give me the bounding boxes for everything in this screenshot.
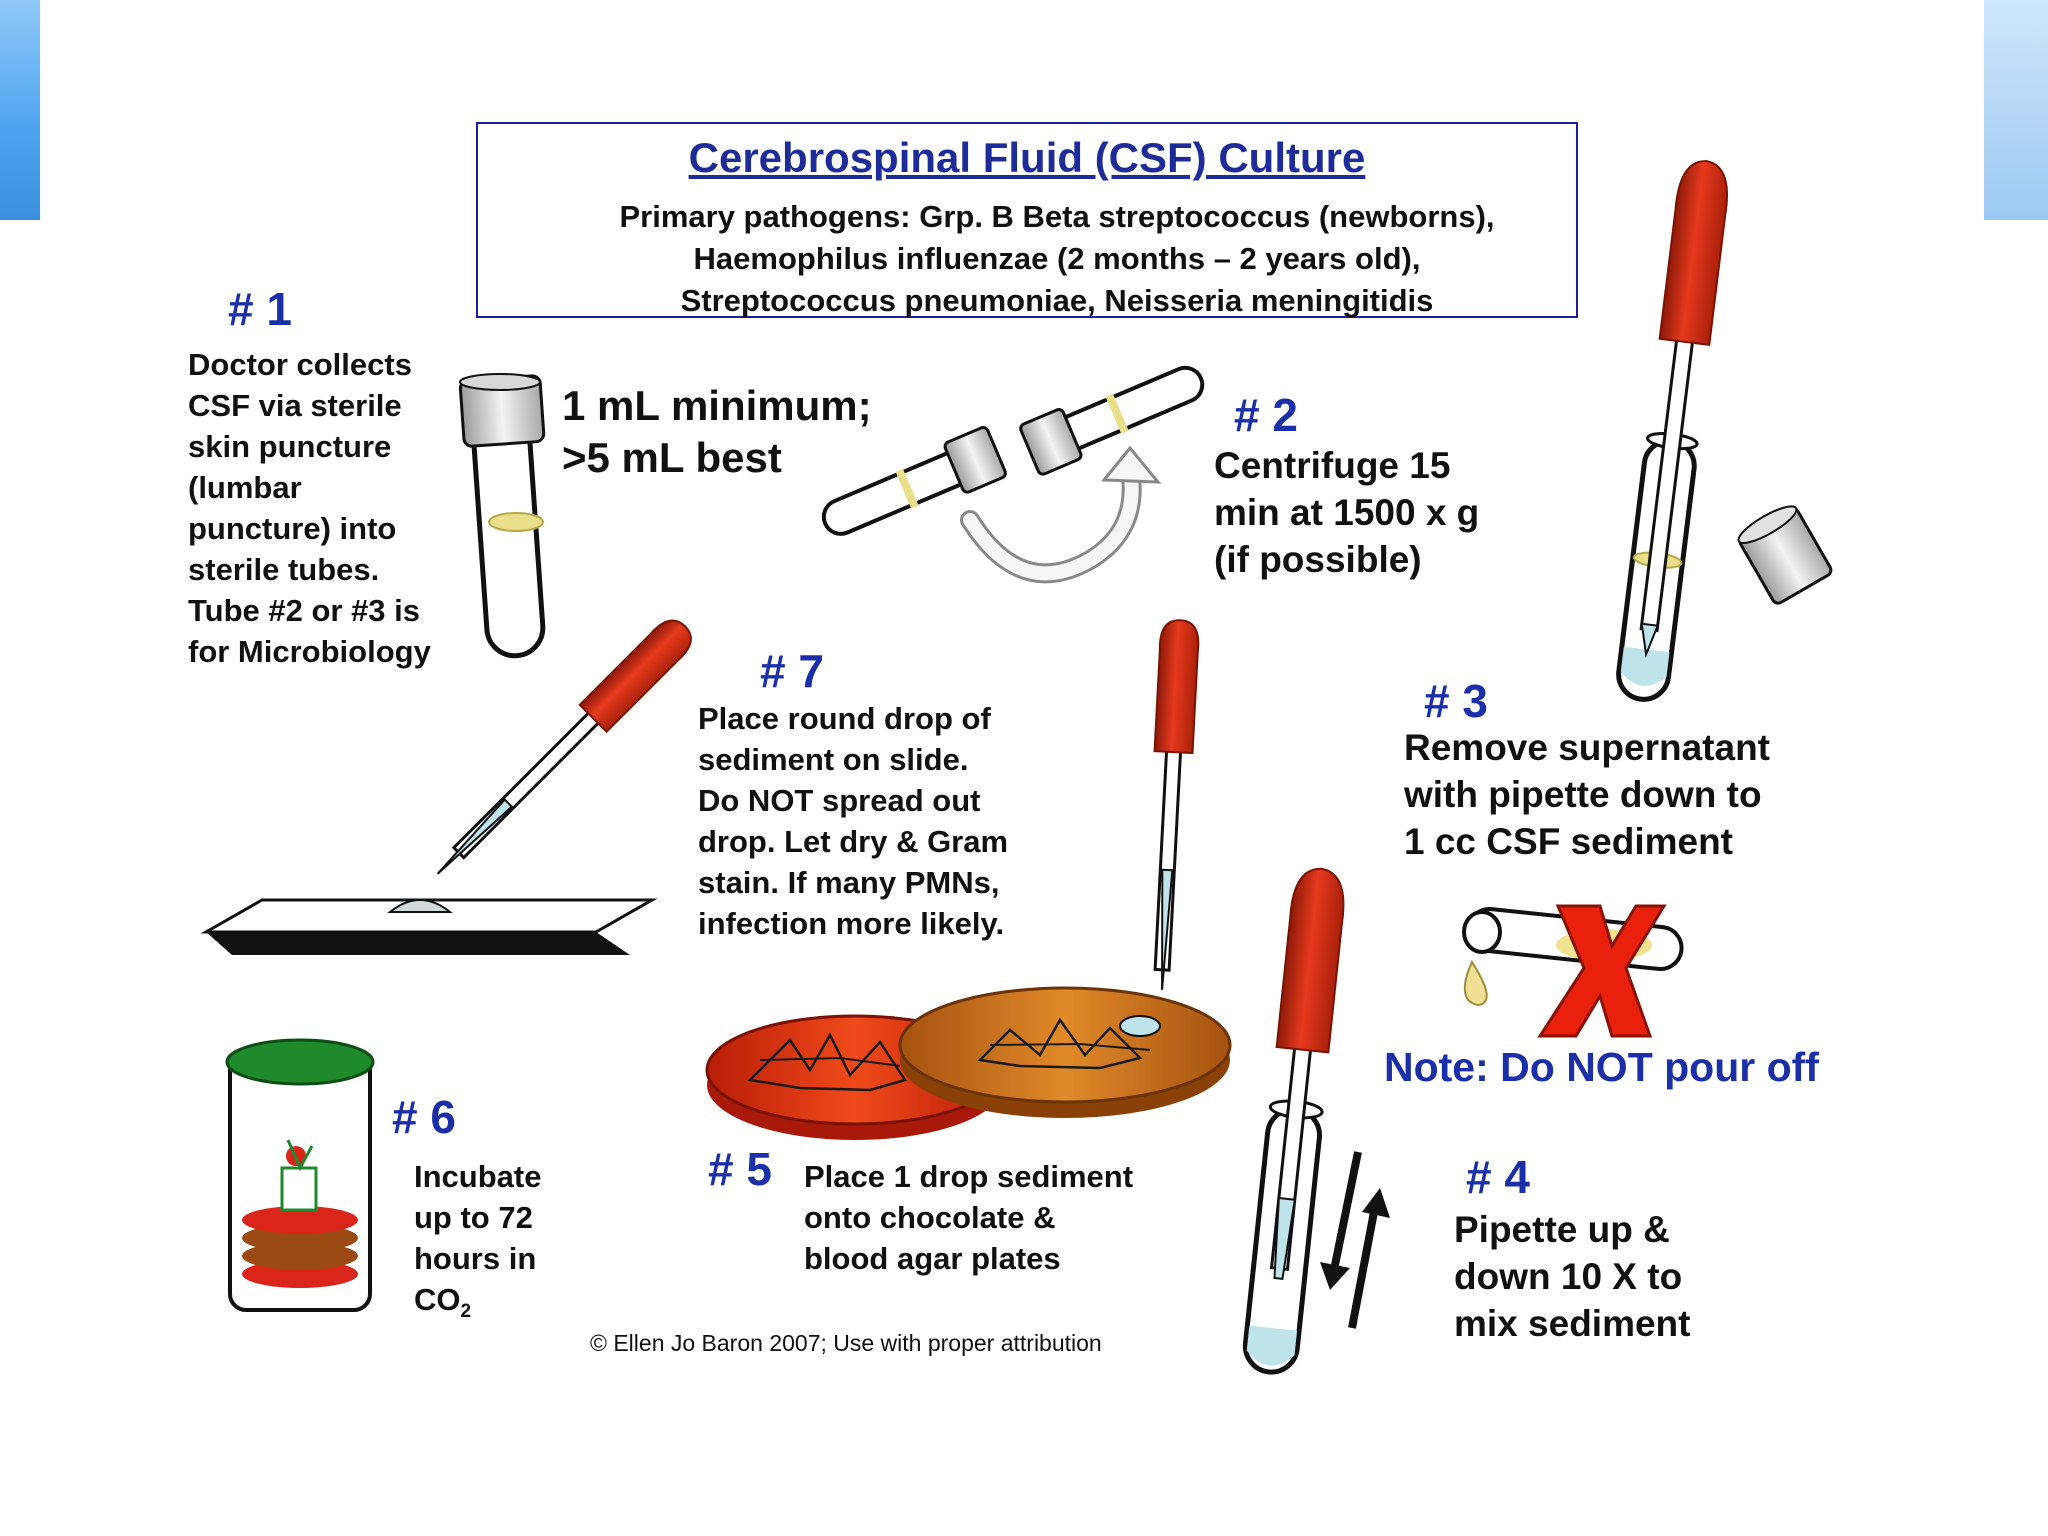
step3-line: Remove supernatant [1404,727,1770,768]
step7-line: Do NOT spread out [698,783,981,818]
step6-text: Incubate up to 72 hours in CO2 [414,1156,541,1332]
step6-line: hours in [414,1241,537,1276]
step5-line: Place 1 drop sediment [804,1159,1134,1194]
step1-line: (lumbar [188,470,302,505]
slide-accent-right [1984,0,2048,220]
step2-number: # 2 [1234,389,1298,441]
centrifuge-tube-left [821,426,1007,536]
step5-line: blood agar plates [804,1241,1061,1276]
step4-tube-with-pipette [1242,867,1345,1375]
red-x-icon [1537,904,1667,1038]
step7-pipette [436,619,692,875]
step4-line: Pipette up & [1454,1209,1670,1250]
step7-line: sediment on slide. [698,742,969,777]
pour-off-warning: Note: Do NOT pour off [1384,1044,1819,1090]
removed-tube-cap [1737,505,1833,605]
step1-line: Doctor collects [188,347,412,382]
step6-line: Incubate [414,1159,542,1194]
volume-line: >5 mL best [562,434,782,481]
step1-line: skin puncture [188,429,392,464]
step1-number: # 1 [228,283,292,335]
step5-line: onto chocolate & [804,1200,1056,1235]
step6-line: up to 72 [414,1200,533,1235]
step4-line: down 10 X to [1454,1256,1683,1297]
step1-line: sterile tubes. [188,552,380,587]
step1-line: puncture) into [188,511,397,546]
microscope-slide [200,898,658,955]
step5-number: # 5 [708,1143,772,1195]
pathogens-line-1: Primary pathogens: Grp. B Beta streptoco… [619,199,1495,234]
step4-line: mix sediment [1454,1303,1691,1344]
volume-note: 1 mL minimum; >5 mL best [562,380,872,484]
step3-line: with pipette down to [1404,774,1762,815]
co2-label: CO2 [414,1279,541,1332]
step3-line: 1 cc CSF sediment [1404,821,1734,862]
title-box: Cerebrospinal Fluid (CSF) Culture Primar… [476,122,1578,318]
step3-text: Remove supernatant with pipette down to … [1404,724,1770,865]
volume-line: 1 mL minimum; [562,382,872,429]
step2-line: (if possible) [1214,539,1422,580]
step2-line: min at 1500 x g [1214,492,1480,533]
step7-line: Place round drop of [698,701,991,736]
csf-test-tube [458,373,546,659]
step3-number: # 3 [1424,675,1488,727]
chocolate-agar-plate [898,986,1232,1118]
pathogens-line-3: Streptococcus pneumoniae, Neisseria meni… [680,283,1434,318]
rotation-arrow-icon [960,445,1162,584]
step7-line: drop. Let dry & Gram [698,824,1009,859]
step7-line: infection more likely. [698,906,1005,941]
slide-accent-left [0,0,40,220]
step1-line: for Microbiology [188,634,431,669]
step7-line: stain. If many PMNs, [698,865,1000,900]
pathogens-line-2: Haemophilus influenzae (2 months – 2 yea… [693,241,1421,276]
step5-pipette [1153,619,1200,990]
step1-text: Doctor collects CSF via sterile skin pun… [188,344,431,672]
co2-text: CO [414,1282,461,1317]
centrifuge-tube-right [1019,365,1205,476]
step3-tube-with-pipette [1616,160,1728,702]
step6-number: # 6 [392,1091,456,1143]
copyright-notice: © Ellen Jo Baron 2007; Use with proper a… [590,1330,1102,1356]
step4-number: # 4 [1466,1151,1530,1203]
step4-text: Pipette up & down 10 X to mix sediment [1454,1206,1690,1347]
step7-number: # 7 [760,645,824,697]
primary-pathogens: Primary pathogens: Grp. B Beta streptoco… [558,196,1556,322]
co2-incubation-jar [225,1038,375,1312]
step1-line: CSF via sterile [188,388,402,423]
co2-subscript: 2 [460,1301,472,1323]
step2-line: Centrifuge 15 [1214,445,1451,486]
step2-text: Centrifuge 15 min at 1500 x g (if possib… [1214,442,1479,583]
step5-text: Place 1 drop sediment onto chocolate & b… [804,1156,1133,1279]
diagram-title: Cerebrospinal Fluid (CSF) Culture [688,134,1366,181]
step7-text: Place round drop of sediment on slide. D… [698,698,1008,944]
up-down-arrows-icon [1320,1151,1390,1329]
step1-line: Tube #2 or #3 is [188,593,421,628]
